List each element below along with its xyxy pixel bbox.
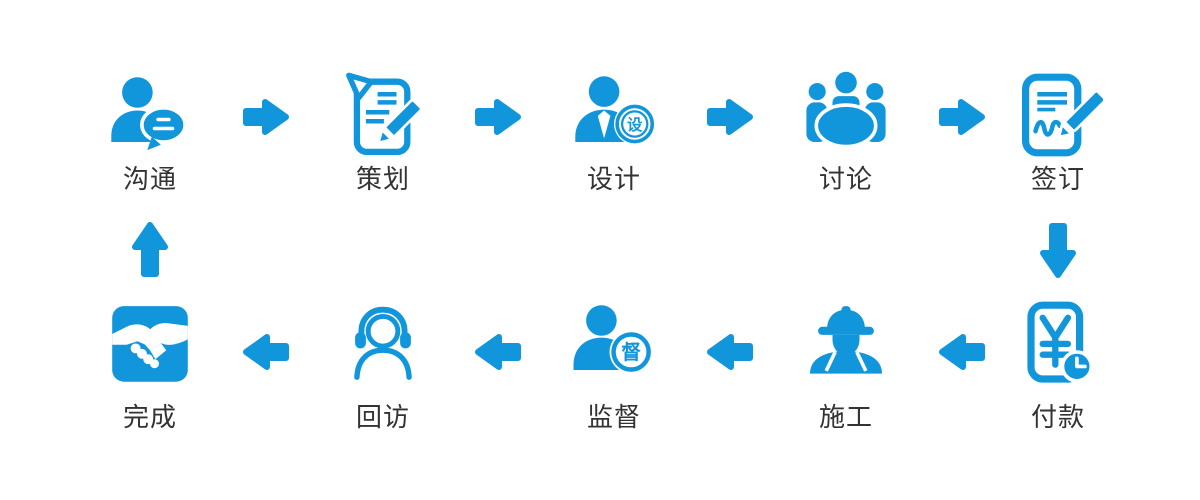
design-badge-text: 设 xyxy=(627,117,643,134)
step-label: 设计 xyxy=(586,164,641,194)
step-label: 讨论 xyxy=(818,164,873,194)
document-pencil-icon xyxy=(338,70,428,160)
headset-person-icon xyxy=(338,298,428,388)
arrow-right-icon xyxy=(474,97,522,137)
handshake-icon xyxy=(105,298,195,388)
step-label: 监督 xyxy=(586,402,641,432)
step-planning: 策划 xyxy=(318,70,448,194)
arrow-left-icon xyxy=(938,332,986,372)
contract-signing-icon xyxy=(1013,70,1103,160)
step-label: 施工 xyxy=(818,402,873,432)
arrow-left-icon xyxy=(242,332,290,372)
step-label: 沟通 xyxy=(122,164,177,194)
supervisor-person-icon: 督 xyxy=(569,298,659,388)
person-chat-icon xyxy=(105,70,195,160)
step-label: 回访 xyxy=(355,402,410,432)
step-label: 付款 xyxy=(1030,402,1085,432)
arrow-right-icon xyxy=(706,97,754,137)
arrow-right-icon xyxy=(242,97,290,137)
step-supervision: 督 监督 xyxy=(549,298,679,432)
step-completion: 完成 xyxy=(85,298,215,432)
arrow-down-icon xyxy=(1038,222,1078,280)
step-follow-up: 回访 xyxy=(318,298,448,432)
payment-clock-icon xyxy=(1013,298,1103,388)
designer-person-icon: 设 xyxy=(569,70,659,160)
construction-worker-icon xyxy=(801,298,891,388)
step-payment: 付款 xyxy=(993,298,1123,432)
step-signing: 签订 xyxy=(993,70,1123,194)
step-design: 设 设计 xyxy=(549,70,679,194)
step-label: 签订 xyxy=(1030,164,1085,194)
arrow-left-icon xyxy=(706,332,754,372)
meeting-table-icon xyxy=(801,70,891,160)
step-discussion: 讨论 xyxy=(781,70,911,194)
arrow-left-icon xyxy=(474,332,522,372)
step-label: 完成 xyxy=(122,402,177,432)
arrow-up-icon xyxy=(130,220,170,278)
supervision-badge-text: 督 xyxy=(621,341,641,364)
arrow-right-icon xyxy=(938,97,986,137)
step-label: 策划 xyxy=(355,164,410,194)
step-construction: 施工 xyxy=(781,298,911,432)
step-communication: 沟通 xyxy=(85,70,215,194)
